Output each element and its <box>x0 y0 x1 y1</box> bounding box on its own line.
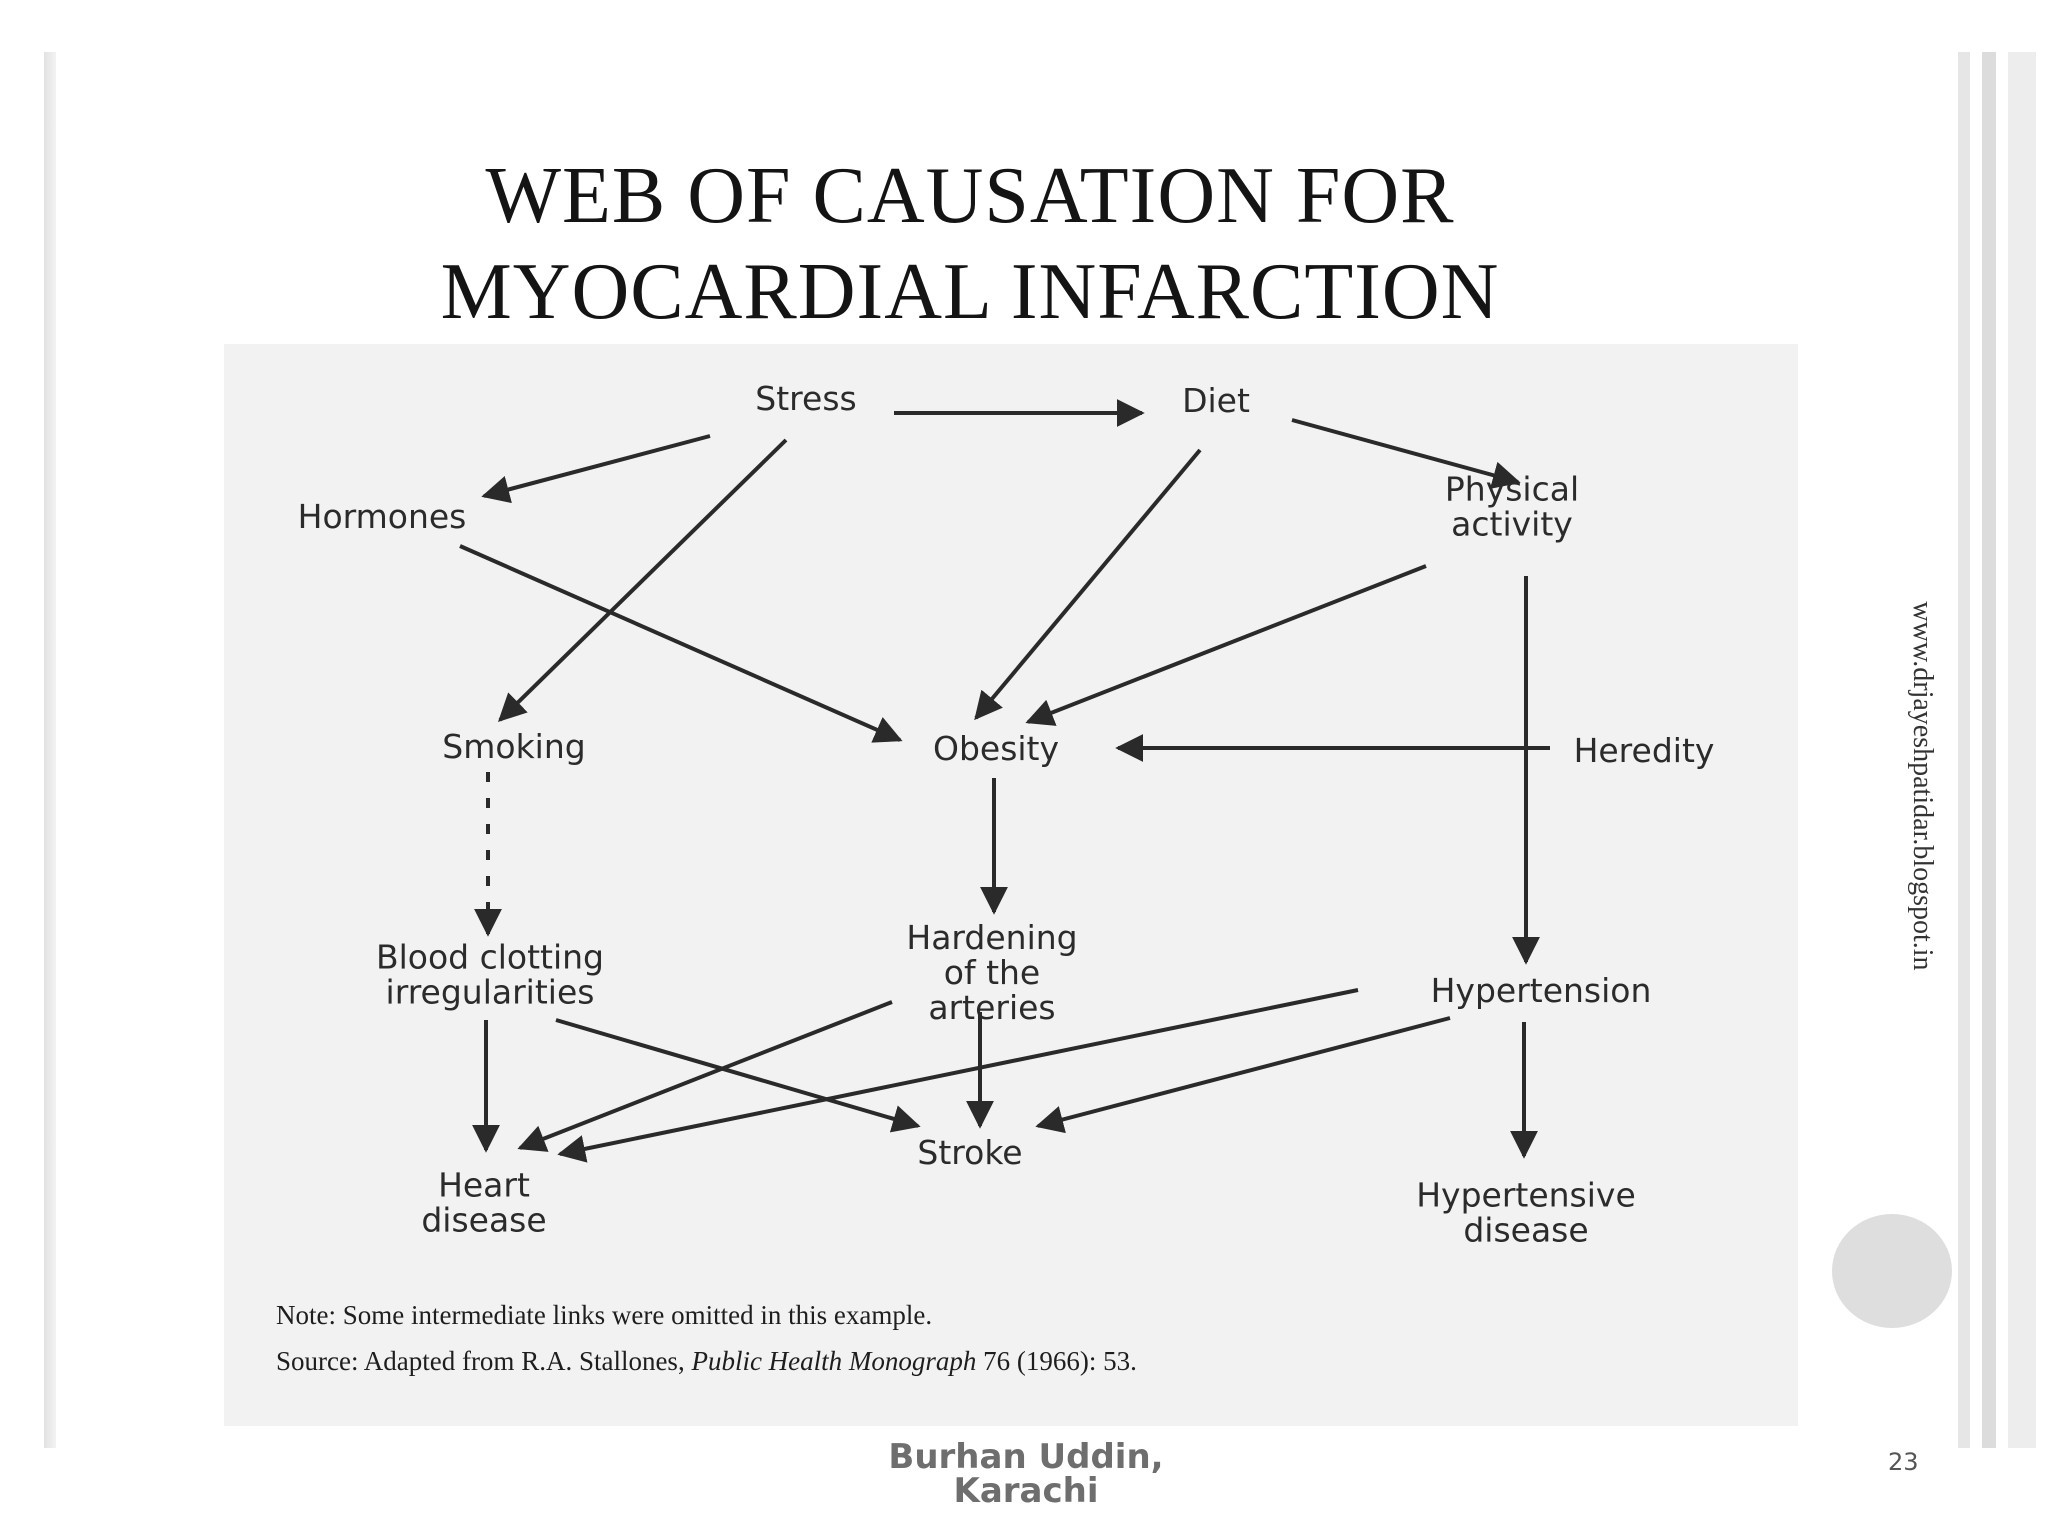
node-label-line: of the <box>944 953 1040 992</box>
node-obesity: Obesity <box>933 729 1059 768</box>
page-number: 23 <box>1888 1448 1919 1476</box>
node-label-line: Physical <box>1445 470 1579 509</box>
diagram-note: Note: Some intermediate links were omitt… <box>276 1300 933 1330</box>
node-label-line: Stress <box>755 379 856 418</box>
node-diet: Diet <box>1182 381 1250 420</box>
right-frame-bar <box>2008 52 2036 1448</box>
arrow-diet-to-obesity <box>974 448 1202 721</box>
slide-title-line-2: MYOCARDIAL INFARCTION <box>440 248 1500 336</box>
slide-left-border <box>44 52 56 1448</box>
slide-footer: Burhan Uddin, Karachi <box>826 1440 1226 1508</box>
node-stress: Stress <box>755 379 856 418</box>
website-watermark: www.drjayeshpatidar.blogspot.in <box>1907 601 1938 971</box>
node-heredity: Heredity <box>1574 731 1715 770</box>
arrow-hormones-to-obesity <box>459 544 903 743</box>
node-stroke: Stroke <box>917 1133 1022 1172</box>
diagram-source: Source: Adapted from R.A. Stallones, Pub… <box>276 1346 1137 1377</box>
node-label-line: Diet <box>1182 381 1250 420</box>
arrow-stress-to-hormones <box>481 434 711 504</box>
node-label-line: Smoking <box>442 727 585 766</box>
arrow-blood-clotting-to-stroke <box>555 1018 921 1133</box>
right-frame-bar <box>1958 52 1970 1448</box>
arrow-hardening-to-heart-disease <box>517 1000 893 1152</box>
node-label-line: disease <box>1463 1211 1588 1250</box>
node-label-line: Blood clotting <box>376 938 604 977</box>
footer-location: Karachi <box>953 1471 1099 1511</box>
arrow-physical-activity-to-obesity <box>1025 564 1427 726</box>
slide-decoration-circle <box>1832 1214 1952 1328</box>
node-label-line: activity <box>1451 505 1573 544</box>
right-frame-bar <box>1982 52 1996 1448</box>
node-label-line: Hardening <box>906 918 1077 957</box>
source-suffix: 76 (1966): 53. <box>976 1346 1137 1376</box>
node-label-line: Hypertensive <box>1416 1176 1636 1215</box>
source-title: Public Health Monograph <box>691 1346 977 1376</box>
slide-title-line-1: WEB OF CAUSATION FOR <box>485 152 1455 240</box>
node-smoking: Smoking <box>442 727 585 766</box>
node-label-line: Hormones <box>298 497 467 536</box>
slide-title: WEB OF CAUSATION FOR MYOCARDIAL INFARCTI… <box>300 148 1640 340</box>
arrow-diet-to-physical-activity <box>1291 418 1521 489</box>
arrow-hypertension-to-stroke <box>1035 1016 1451 1134</box>
source-prefix: Source: Adapted from R.A. Stallones, <box>276 1346 692 1376</box>
node-label-line: arteries <box>928 988 1055 1027</box>
node-label-line: Heredity <box>1574 731 1715 770</box>
arrow-stress-to-smoking <box>497 438 788 722</box>
node-label-line: disease <box>421 1201 546 1240</box>
node-label-line: Obesity <box>933 729 1059 768</box>
node-hypertension: Hypertension <box>1431 971 1652 1010</box>
arrow-hypertension-to-heart-disease <box>557 988 1359 1163</box>
node-label-line: irregularities <box>386 973 595 1012</box>
footer-author: Burhan Uddin, <box>888 1437 1164 1477</box>
node-label-line: Heart <box>438 1166 530 1205</box>
node-label-line: Stroke <box>917 1133 1022 1172</box>
node-label-line: Hypertension <box>1431 971 1652 1010</box>
edges-layer <box>459 399 1550 1163</box>
node-hormones: Hormones <box>298 497 467 536</box>
